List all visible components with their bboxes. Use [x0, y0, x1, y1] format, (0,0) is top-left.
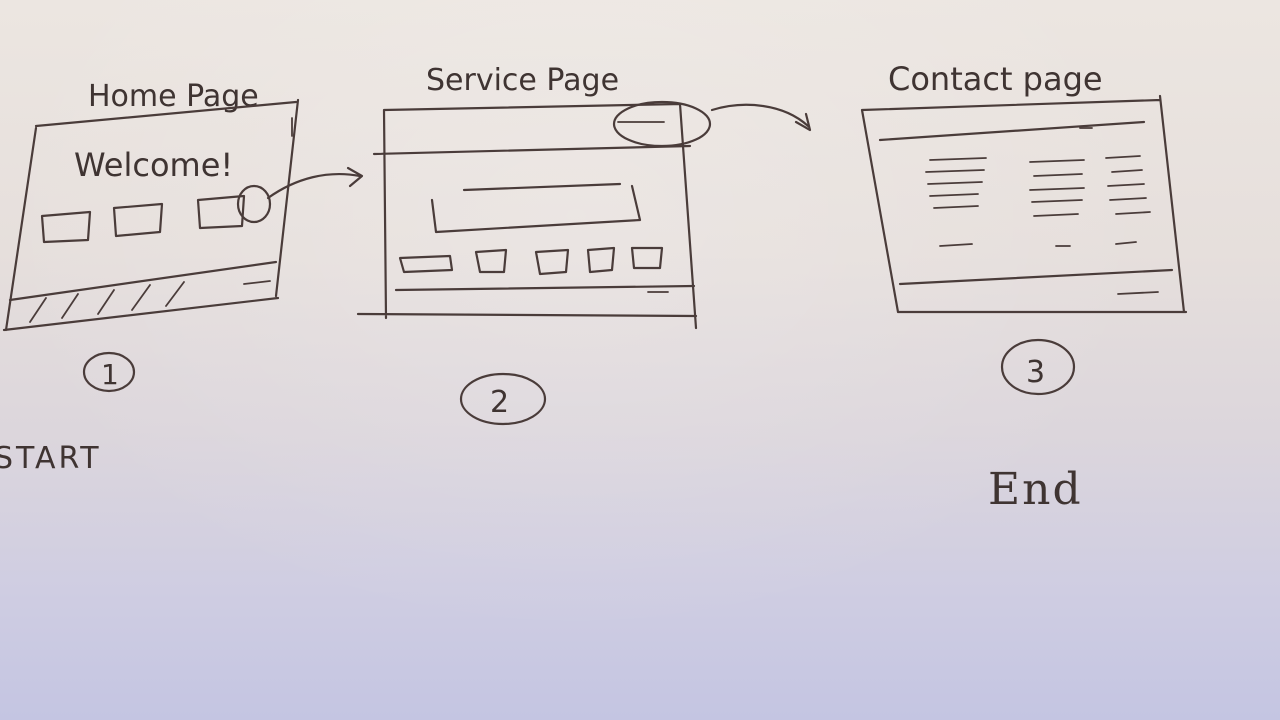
service-page-footer-line [394, 284, 696, 292]
home-page-nav-circle [236, 184, 272, 224]
service-page-frame [356, 102, 698, 330]
home-page-frame [2, 98, 300, 332]
service-page-title: Service Page [426, 63, 619, 98]
arrow-service-to-contact [710, 103, 812, 132]
contact-page-footer-line [898, 268, 1174, 286]
service-page-header-line [372, 144, 692, 156]
home-page-heading: Welcome! [74, 146, 233, 184]
arrow-home-to-service [266, 166, 364, 200]
contact-page-wireframe: Contact page 3 [860, 60, 1188, 396]
service-page-box-1 [398, 254, 454, 274]
service-page-nav-circle [612, 100, 712, 148]
contact-page-number: 3 [1026, 355, 1045, 390]
home-page-box-2 [112, 202, 164, 238]
contact-page-text-col-2 [1029, 159, 1085, 247]
service-page-wireframe: Service Page 2 [356, 63, 712, 426]
contact-page-text-col-1 [925, 157, 987, 247]
contact-page-frame [860, 94, 1188, 314]
service-page-box-2 [474, 248, 508, 274]
home-page-box-3 [196, 194, 246, 230]
home-page-box-1 [40, 210, 92, 244]
service-page-box-5 [630, 246, 664, 270]
service-page-number: 2 [490, 385, 509, 420]
home-page-number-circle [82, 351, 136, 393]
start-label: START [0, 441, 102, 476]
service-page-box-4 [586, 246, 616, 274]
contact-page-footer-mark [1117, 291, 1159, 295]
end-label: End [988, 464, 1083, 515]
home-page-footer-hatch [29, 281, 185, 323]
service-page-hero-bar [430, 182, 642, 234]
contact-page-title: Contact page [888, 60, 1103, 98]
service-page-box-3 [534, 248, 570, 276]
contact-page-text-col-3 [1105, 155, 1151, 245]
home-page-number: 1 [101, 358, 119, 391]
home-page-footer-mark [243, 280, 271, 285]
contact-page-number-circle [1000, 338, 1076, 396]
contact-page-header-line [878, 120, 1146, 142]
home-page-wireframe: Home Page Welcome! 1 [2, 79, 300, 393]
service-page-number-circle [459, 372, 547, 426]
home-page-footer [8, 260, 278, 302]
